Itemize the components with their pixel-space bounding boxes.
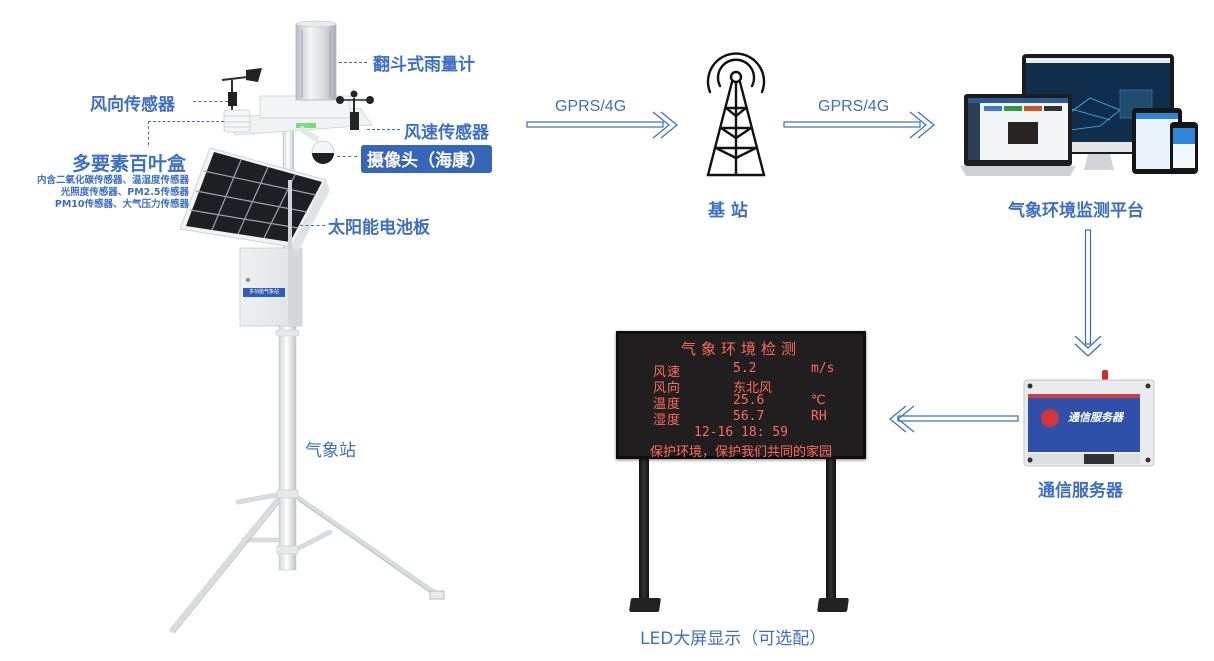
- led-row-unit: m/s: [811, 361, 835, 376]
- led-row: 湿度 56.7 RH: [653, 409, 855, 428]
- louver-box-leader-v: [148, 121, 149, 145]
- wind-speed-leader: [367, 129, 400, 130]
- led-caption: LED大屏显示（可选配）: [640, 629, 827, 649]
- radio-tower-icon: [706, 52, 766, 177]
- louver-box-desc-line: 光照度传感器、PM2.5传感器: [60, 187, 189, 198]
- solar-panel-label: 太阳能电池板: [328, 218, 430, 238]
- led-row-value: 56.7: [733, 409, 765, 424]
- rain-gauge-leader: [339, 62, 367, 63]
- arrow-server-to-led: [889, 405, 1019, 433]
- anemometer: [336, 90, 374, 130]
- led-row-value: 5.2: [733, 361, 757, 376]
- led-row-name: 风向: [653, 381, 682, 396]
- solar-panel: [179, 147, 330, 252]
- louver-box-label: 多要素百叶盒: [72, 153, 187, 175]
- communication-server-device: [1023, 370, 1155, 467]
- arrow-base-to-platform: [783, 111, 935, 139]
- arrow-platform-to-server: [1074, 229, 1102, 357]
- led-datetime: 12-16 18: 59: [694, 425, 788, 440]
- led-leg-left: [639, 459, 649, 604]
- led-leg-right: [826, 459, 836, 604]
- pole: [278, 319, 297, 571]
- wind-vane: [221, 68, 262, 133]
- led-title: 气象环境检测: [680, 340, 801, 358]
- tripod: [169, 491, 441, 633]
- link-label-2: GPRS/4G: [818, 98, 890, 115]
- control-box-tag: 多功能气象站: [248, 289, 279, 295]
- camera: [298, 125, 335, 164]
- wind-direction-label: 风向传感器: [90, 95, 175, 115]
- led-slogan: 保护环境，保护我们共同的家园: [649, 445, 832, 460]
- led-row: 温度 25.6 ℃: [653, 393, 855, 412]
- control-box: [239, 247, 303, 327]
- wind-speed-label: 风速传感器: [404, 123, 489, 143]
- monitoring-platform-devices: [960, 54, 1198, 176]
- camera-leader: [337, 156, 357, 157]
- led-row-value: 25.6: [733, 393, 765, 408]
- comm-server-label: 通信服务器: [1038, 481, 1123, 501]
- louver-box-desc-line: PM10传感器、大气压力传感器: [54, 199, 189, 210]
- platform-label: 气象环境监测平台: [1008, 201, 1144, 221]
- louver-box-description: 内含二氧化碳传感器、温湿度传感器 光照度传感器、PM2.5传感器 PM10传感器…: [37, 175, 189, 211]
- rain-gauge: [295, 20, 337, 101]
- comm-server-device-text: 通信服务器: [1068, 411, 1123, 424]
- led-foot-right: [817, 598, 849, 612]
- led-row: 风速 5.2 m/s: [653, 361, 855, 380]
- louver-box-leader-h: [148, 121, 224, 122]
- station-label: 气象站: [305, 441, 356, 461]
- link-label-1: GPRS/4G: [555, 98, 627, 115]
- weather-station-illustration: [169, 20, 445, 634]
- led-screen: 气象环境检测 风速 5.2 m/s 风向 东北风 温度 25.6 ℃ 湿度 56…: [616, 331, 866, 460]
- solar-panel-leader: [300, 225, 325, 226]
- led-row-unit: ℃: [811, 393, 826, 408]
- led-row-name: 温度: [653, 397, 682, 412]
- led-foot-left: [629, 598, 661, 612]
- crossarm: [224, 95, 373, 136]
- louver-box-desc-line: 内含二氧化碳传感器、温湿度传感器: [36, 175, 189, 186]
- rain-gauge-label: 翻斗式雨量计: [373, 55, 475, 75]
- led-row: 风向 东北风: [653, 377, 855, 396]
- led-row-name: 湿度: [653, 413, 682, 428]
- wind-direction-leader: [193, 101, 228, 102]
- led-row-value: 东北风: [733, 381, 773, 396]
- led-row-name: 风速: [653, 365, 682, 380]
- base-station-label: 基 站: [708, 201, 748, 221]
- camera-label: 摄像头（海康）: [361, 145, 492, 173]
- led-row-unit: RH: [811, 409, 827, 424]
- arrow-station-to-base: [526, 111, 678, 139]
